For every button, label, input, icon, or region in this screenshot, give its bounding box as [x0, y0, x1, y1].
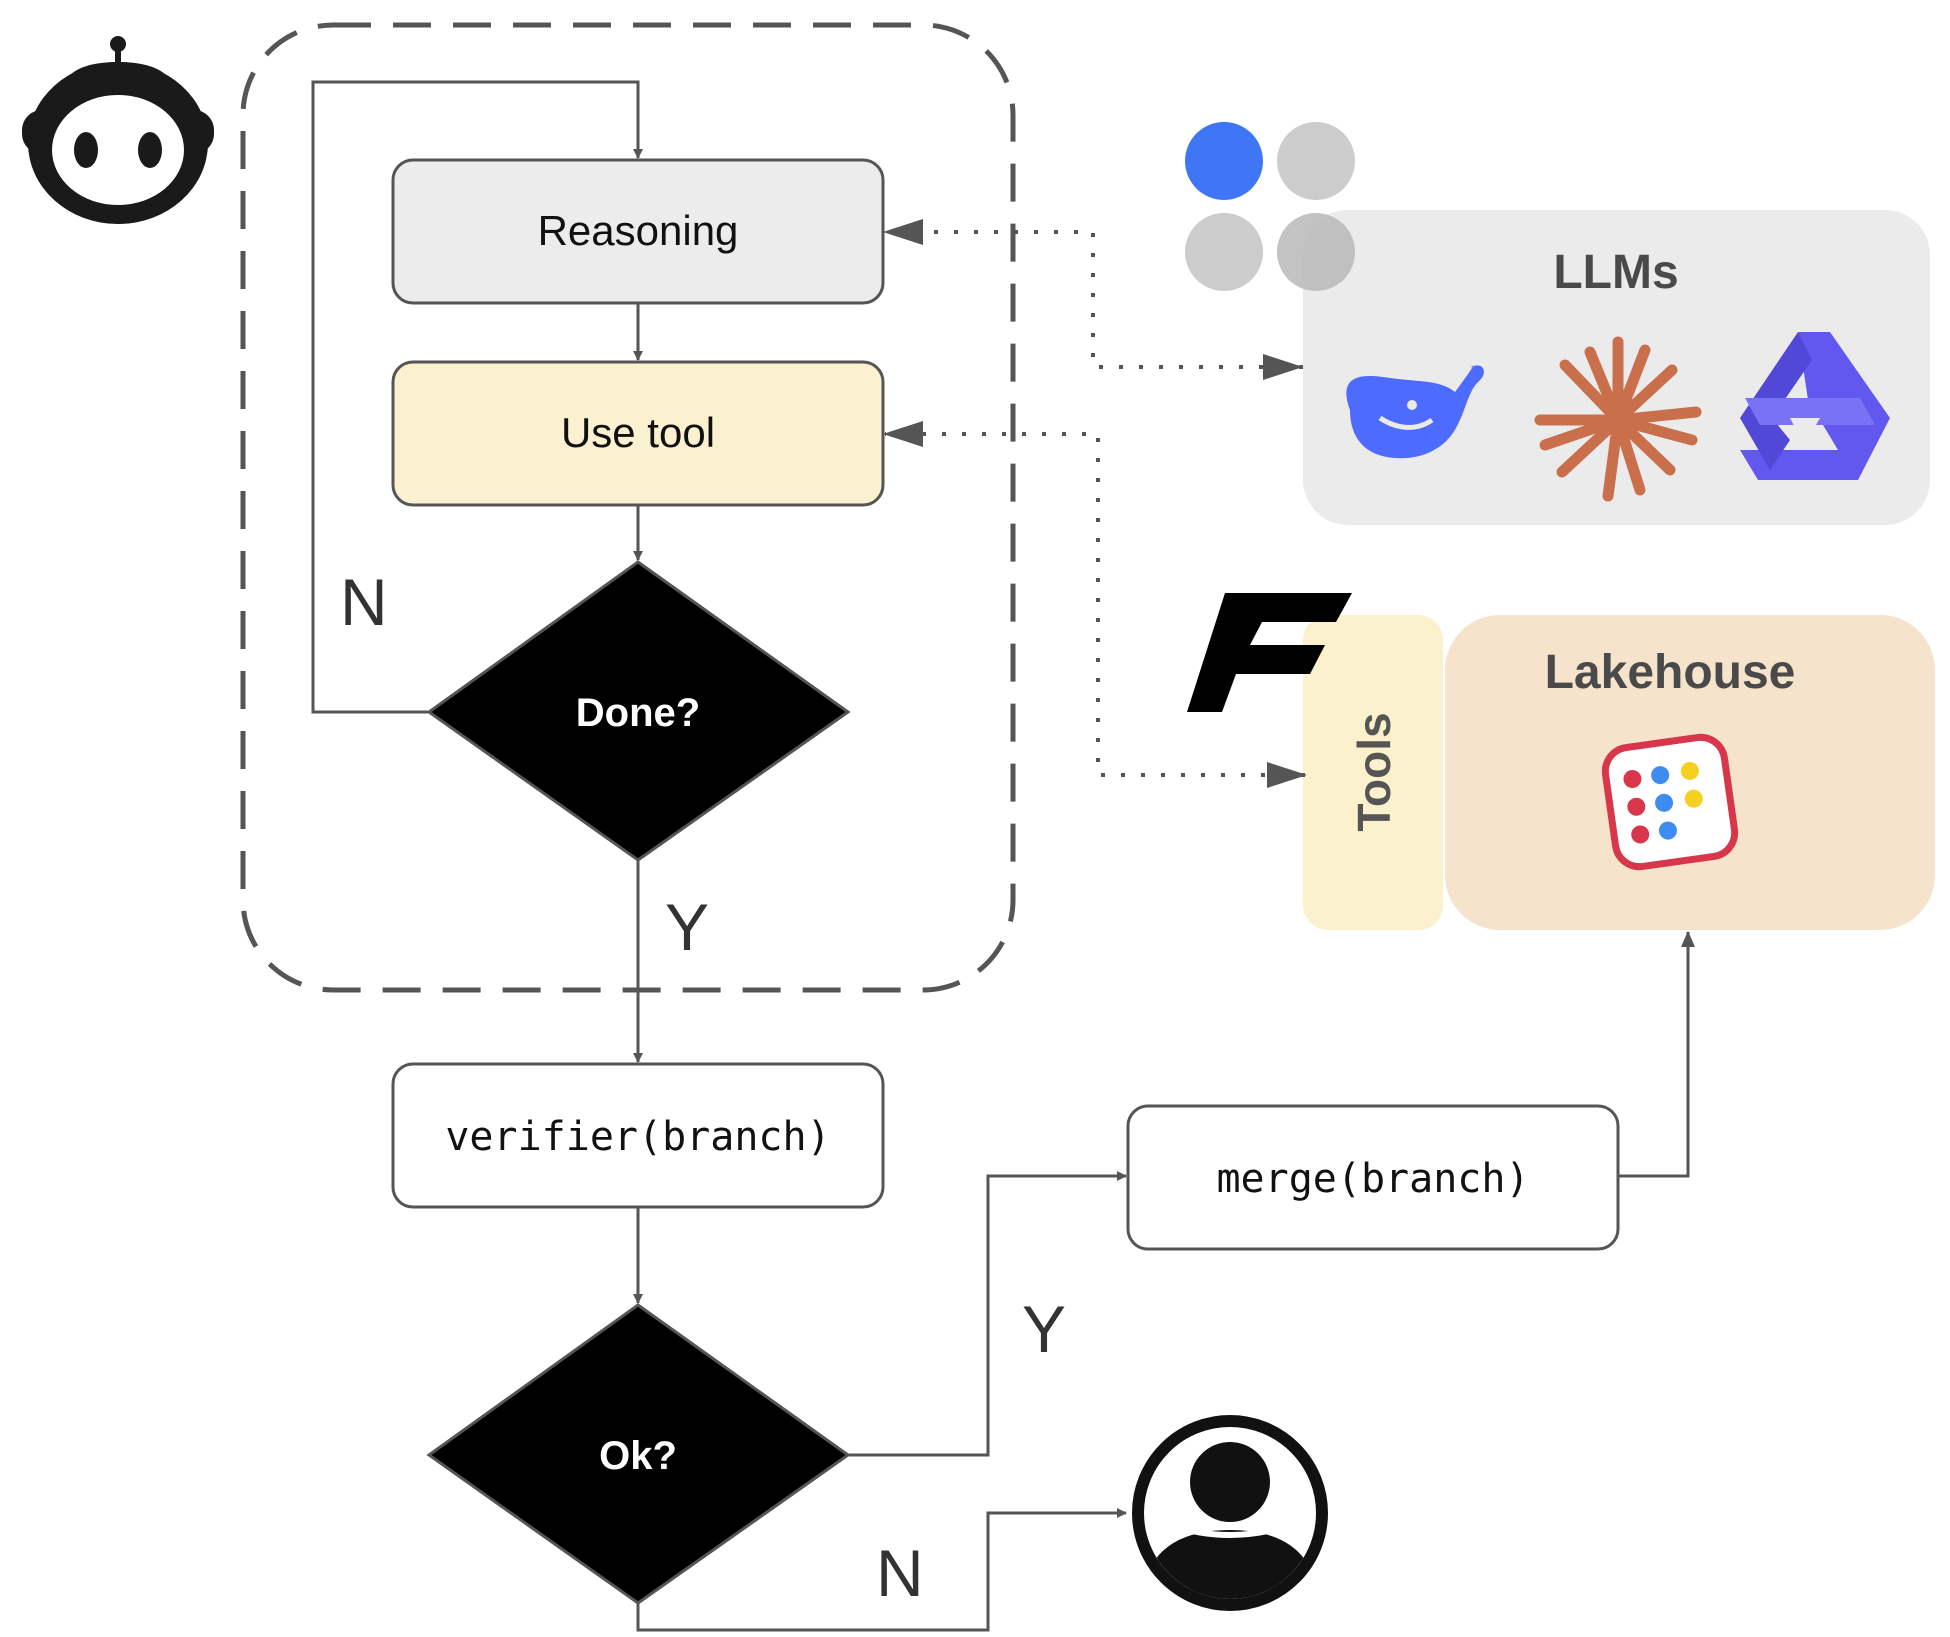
done-decision: Done?: [426, 560, 851, 862]
done-label: Done?: [576, 691, 700, 735]
use-tool-label: Use tool: [561, 409, 715, 456]
use-tool-node: Use tool: [391, 360, 885, 507]
loop-no-label: N: [340, 565, 388, 639]
usetool-tools-connector: [883, 421, 1305, 777]
merge-label: merge(branch): [1216, 1156, 1529, 1202]
tools-panel: Tools: [1303, 615, 1443, 930]
ok-to-merge-connector: [848, 1171, 1127, 1457]
deepseek-whale-icon: [1346, 365, 1484, 459]
verifier-node: verifier(branch): [391, 1062, 885, 1209]
loop-back-connector: [311, 80, 643, 714]
lakehouse-title: Lakehouse: [1545, 646, 1796, 699]
verifier-label: verifier(branch): [445, 1114, 830, 1160]
done-yes-label: Y: [665, 890, 709, 964]
ok-label: Ok?: [599, 1434, 677, 1478]
robot-icon: [22, 36, 214, 224]
reasoning-node: Reasoning: [391, 158, 885, 305]
claude-starburst-icon: [1534, 336, 1702, 502]
ok-decision: Ok?: [426, 1303, 851, 1605]
ok-to-user-connector: [636, 1508, 1127, 1632]
merge-to-lakehouse-connector: [1618, 931, 1695, 1178]
merge-node: merge(branch): [1126, 1104, 1620, 1251]
f-logo-icon: [1187, 593, 1352, 712]
reasoning-label: Reasoning: [538, 207, 739, 254]
qwen-hexagon-icon: [1740, 332, 1890, 480]
user-avatar-icon: [1132, 1415, 1328, 1611]
tools-label: Tools: [1348, 712, 1400, 831]
ok-yes-label: Y: [1022, 1292, 1066, 1366]
ok-no-label: N: [876, 1536, 924, 1610]
agent-loop-container: [240, 22, 1016, 993]
four-dots-logo-icon: [1185, 122, 1355, 291]
llms-title: LLMs: [1553, 246, 1678, 299]
dotted-tile-logo-icon: [1601, 733, 1739, 871]
